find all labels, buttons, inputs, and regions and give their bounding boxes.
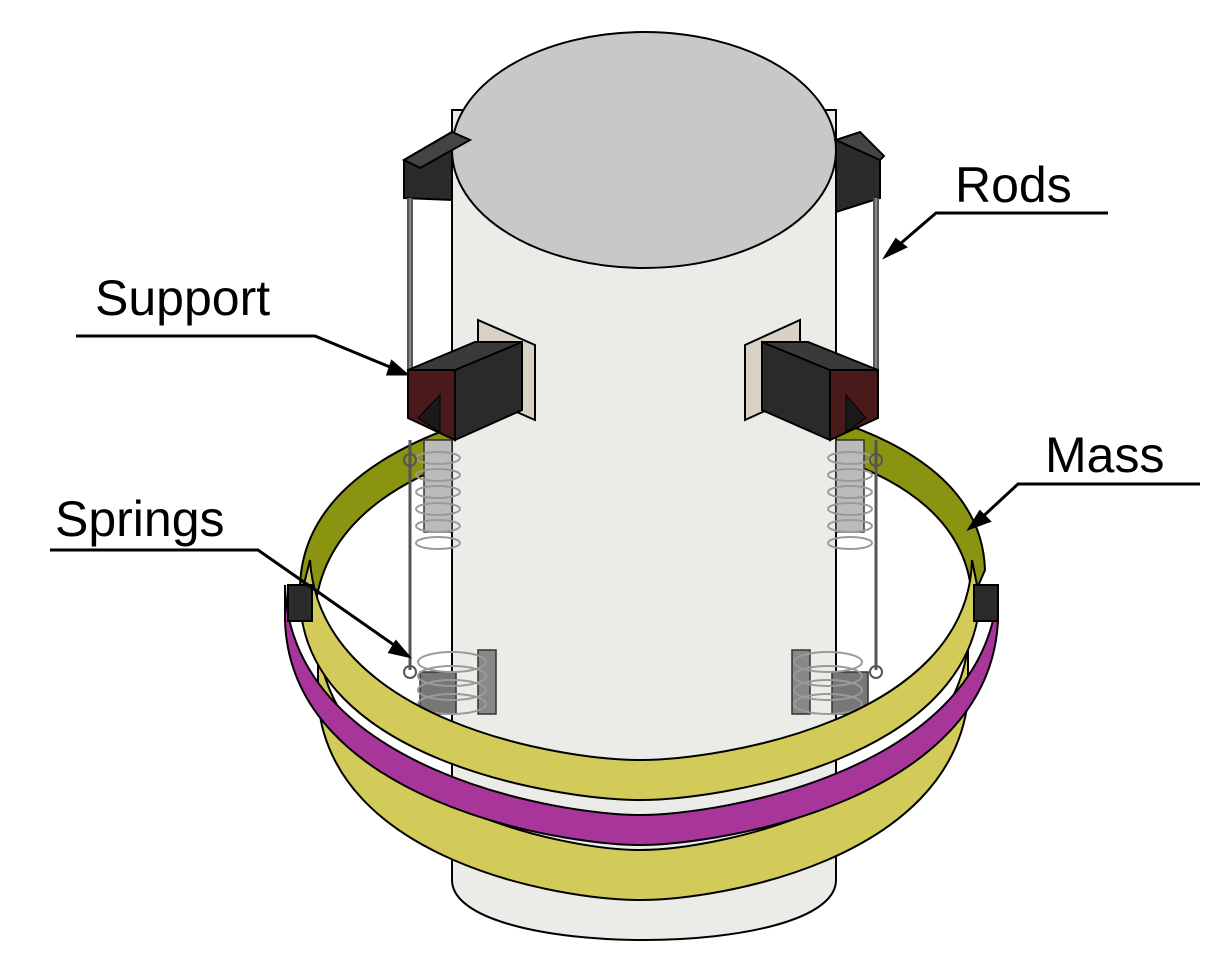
springs-label: Springs	[55, 491, 225, 547]
spring-upper-right	[827, 439, 883, 550]
spring-upper-left	[403, 439, 461, 550]
spring-lower-left	[403, 649, 497, 715]
mass-label: Mass	[1045, 427, 1164, 483]
cylinder	[451, 31, 837, 941]
ring-block-right	[973, 584, 999, 622]
mass-leader-line	[975, 482, 1200, 524]
support-left	[407, 340, 523, 442]
rods	[407, 198, 879, 670]
rods-leader-line	[892, 211, 1108, 252]
leader-lines	[50, 211, 1200, 659]
mass-ring-front	[284, 559, 999, 902]
cylinder-top	[451, 31, 837, 269]
top-block-right	[833, 130, 886, 214]
ring-block-left	[287, 584, 313, 622]
support-leader-line	[76, 334, 403, 374]
springs-leader-line	[50, 548, 405, 654]
support-label: Support	[95, 270, 270, 326]
support-right	[761, 340, 879, 442]
rods-label: Rods	[955, 157, 1072, 213]
top-block-left	[401, 130, 473, 202]
